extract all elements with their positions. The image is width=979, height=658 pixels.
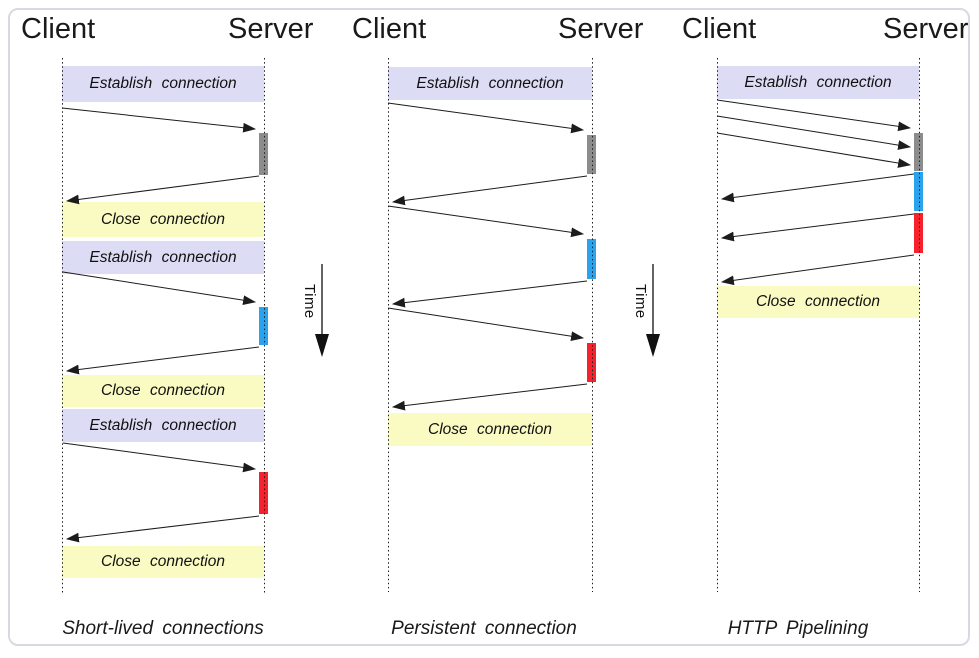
server-label: Server bbox=[883, 13, 969, 45]
close-connection-band: Close connection bbox=[717, 286, 919, 318]
processing-bar-gray bbox=[914, 133, 923, 171]
time-arrowhead-icon bbox=[646, 334, 660, 357]
response-arrow bbox=[65, 346, 260, 375]
response-arrow bbox=[391, 383, 588, 411]
server-label: Server bbox=[228, 13, 314, 45]
establish-connection-band: Establish connection bbox=[62, 241, 264, 274]
processing-bar-red bbox=[587, 343, 596, 382]
request-arrow bbox=[61, 107, 257, 133]
band-label: Establish connection bbox=[89, 75, 237, 92]
server-label: Server bbox=[558, 13, 644, 45]
response-arrow bbox=[720, 213, 915, 242]
time-arrow bbox=[315, 264, 329, 357]
request-arrow bbox=[387, 205, 585, 238]
request-arrow bbox=[62, 442, 257, 473]
processing-bar-red bbox=[259, 472, 268, 514]
processing-bar-blue bbox=[914, 172, 923, 211]
request-arrow bbox=[716, 115, 912, 150]
time-arrowhead-icon bbox=[315, 334, 329, 357]
response-arrow bbox=[391, 175, 588, 206]
request-arrow bbox=[62, 271, 257, 305]
close-connection-band: Close connection bbox=[388, 413, 592, 446]
band-label: Establish connection bbox=[89, 416, 237, 434]
band-label: Establish connection bbox=[89, 248, 237, 266]
processing-bar-blue bbox=[587, 239, 596, 279]
panel-caption: Persistent connection bbox=[391, 618, 577, 639]
processing-bar-blue bbox=[259, 307, 268, 345]
establish-connection-band: Establish connection bbox=[388, 67, 592, 100]
response-arrow bbox=[65, 515, 260, 543]
establish-connection-band: Establish connection bbox=[717, 66, 919, 99]
time-label: Time bbox=[301, 284, 318, 319]
establish-connection-band: Establish connection bbox=[62, 409, 264, 442]
band-label: Close connection bbox=[428, 420, 552, 438]
establish-connection-band: Establish connection bbox=[62, 66, 264, 102]
client-label: Client bbox=[682, 13, 757, 45]
band-label: Establish connection bbox=[416, 74, 564, 92]
band-label: Close connection bbox=[101, 553, 225, 570]
close-connection-band: Close connection bbox=[62, 202, 264, 237]
time-arrow bbox=[646, 264, 660, 357]
request-arrow bbox=[716, 99, 912, 132]
response-arrow bbox=[720, 173, 915, 203]
request-arrow bbox=[387, 102, 585, 134]
response-arrow bbox=[65, 175, 260, 205]
request-arrow bbox=[387, 307, 585, 342]
band-label: Close connection bbox=[101, 382, 225, 399]
response-arrow bbox=[391, 280, 588, 308]
processing-bar-red bbox=[914, 213, 923, 253]
band-label: Close connection bbox=[101, 210, 225, 228]
close-connection-band: Close connection bbox=[62, 546, 264, 578]
close-connection-band: Close connection bbox=[62, 375, 264, 407]
band-label: Close connection bbox=[756, 293, 880, 310]
panel-caption: HTTP Pipelining bbox=[727, 618, 869, 639]
client-label: Client bbox=[21, 13, 96, 45]
diagram-card bbox=[8, 8, 970, 646]
band-label: Establish connection bbox=[744, 73, 892, 91]
panel-caption: Short-lived connections bbox=[62, 618, 264, 639]
processing-bar-gray bbox=[259, 133, 268, 175]
time-label: Time bbox=[632, 284, 649, 319]
request-arrow bbox=[716, 132, 912, 168]
response-arrow bbox=[720, 254, 915, 286]
processing-bar-gray bbox=[587, 135, 596, 174]
client-label: Client bbox=[352, 13, 427, 45]
